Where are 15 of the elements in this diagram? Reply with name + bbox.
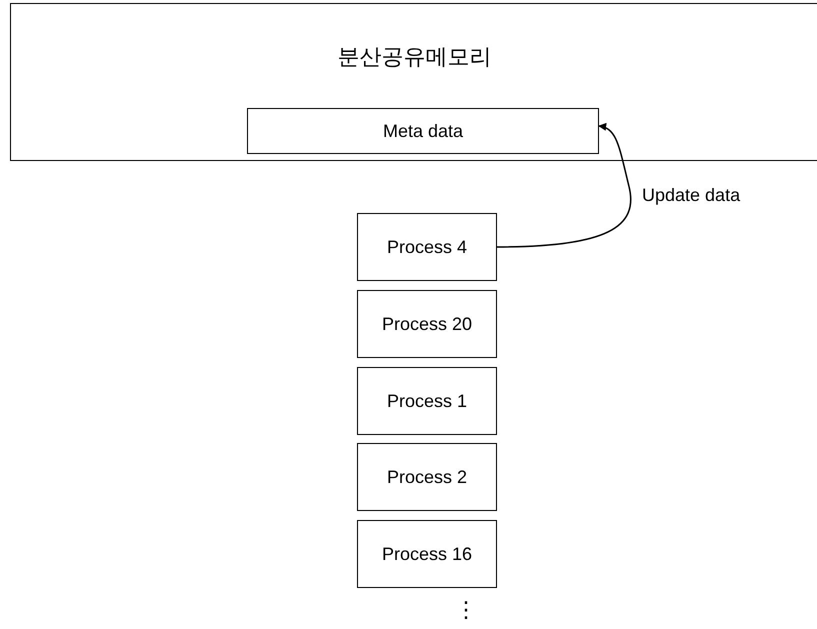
process-box — [357, 213, 497, 281]
process-box — [357, 290, 497, 358]
node-label: Process 20 — [382, 314, 472, 334]
node-label: Process 4 — [386, 236, 468, 258]
memory-box — [10, 3, 817, 161]
node-label: Process 2 — [386, 466, 468, 488]
process-box — [357, 443, 497, 511]
node-label: Process 1 — [386, 390, 468, 412]
node-label: Process 16 — [382, 544, 472, 564]
node-label: Meta data — [382, 120, 464, 142]
process-box — [357, 367, 497, 435]
curved-arrow — [496, 124, 632, 248]
process-box — [247, 108, 599, 154]
memory-title: 분산공유메모리 — [336, 44, 492, 72]
process-box — [357, 520, 497, 588]
